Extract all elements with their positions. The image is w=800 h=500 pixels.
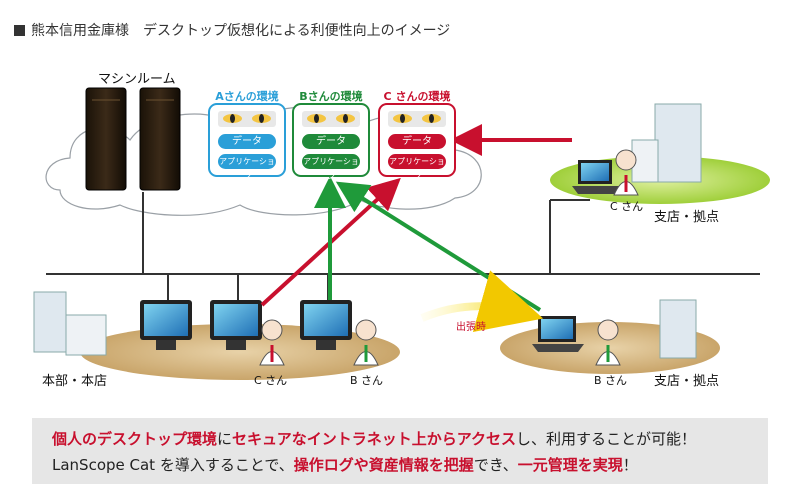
user-label-c-office: C さん — [254, 374, 288, 387]
banner-text: ！ — [622, 456, 638, 474]
env-box-c: データ アプリケーション — [378, 103, 456, 181]
person-icon — [259, 149, 639, 366]
banner-text: に — [217, 430, 233, 448]
head-office-label: 本部・本店 — [42, 374, 108, 389]
banner-text: し、利用することが可能！ — [515, 430, 696, 448]
banner-text: 個人のデスクトップ環境 — [52, 430, 218, 448]
banner-text: セキュアなイントラネット上からアクセス — [232, 430, 516, 448]
eyes-icon — [388, 111, 446, 127]
business-trip-label: 出張時 — [456, 322, 486, 333]
server-rack-icon — [85, 87, 181, 191]
banner-line-1: 個人のデスクトップ環境にセキュアなイントラネット上からアクセスし、利用することが… — [52, 428, 696, 449]
square-bullet-icon — [14, 25, 25, 36]
user-label-b-trip: B さん — [594, 374, 628, 387]
branch-label-bottom: 支店・拠点 — [654, 374, 720, 389]
env-box-b: データ アプリケーション — [292, 103, 370, 181]
eyes-icon — [302, 111, 360, 127]
app-pill: アプリケーション — [302, 154, 360, 181]
laptop-icon — [532, 160, 620, 352]
banner-text: 操作ログや資産情報を把握 — [293, 456, 474, 474]
env-title-a: Aさんの環境 — [215, 90, 279, 103]
page-title-text: 熊本信用金庫様 デスクトップ仮想化による利便性向上のイメージ — [31, 23, 451, 39]
banner-line-2: LanScope Cat を導入することで、操作ログや資産情報を把握でき、一元管… — [52, 454, 638, 475]
desktop-pc-icon — [140, 300, 352, 350]
data-pill: データ — [218, 134, 276, 149]
data-pill: データ — [388, 134, 446, 149]
env-title-b: Bさんの環境 — [299, 90, 363, 103]
user-label-b-office: B さん — [350, 374, 384, 387]
data-pill: データ — [302, 134, 360, 149]
user-label-c-branch: C さん — [610, 200, 644, 213]
banner-text: LanScope Cat を導入することで、 — [52, 456, 294, 474]
banner-text: 一元管理を実現 — [517, 456, 623, 474]
eyes-icon — [218, 111, 276, 127]
summary-banner: 個人のデスクトップ環境にセキュアなイントラネット上からアクセスし、利用することが… — [32, 418, 768, 484]
app-pill: アプリケーション — [388, 154, 446, 181]
app-pill: アプリケーション — [218, 154, 276, 181]
machine-room-label: マシンルーム — [98, 72, 176, 87]
page-title: 熊本信用金庫様 デスクトップ仮想化による利便性向上のイメージ — [14, 20, 450, 40]
env-title-c: C さんの環境 — [383, 90, 451, 103]
banner-text: でき、 — [473, 456, 518, 474]
branch-label-top: 支店・拠点 — [654, 210, 720, 225]
trip-arrow — [420, 270, 544, 333]
env-box-a: データ アプリケーション — [208, 103, 286, 181]
